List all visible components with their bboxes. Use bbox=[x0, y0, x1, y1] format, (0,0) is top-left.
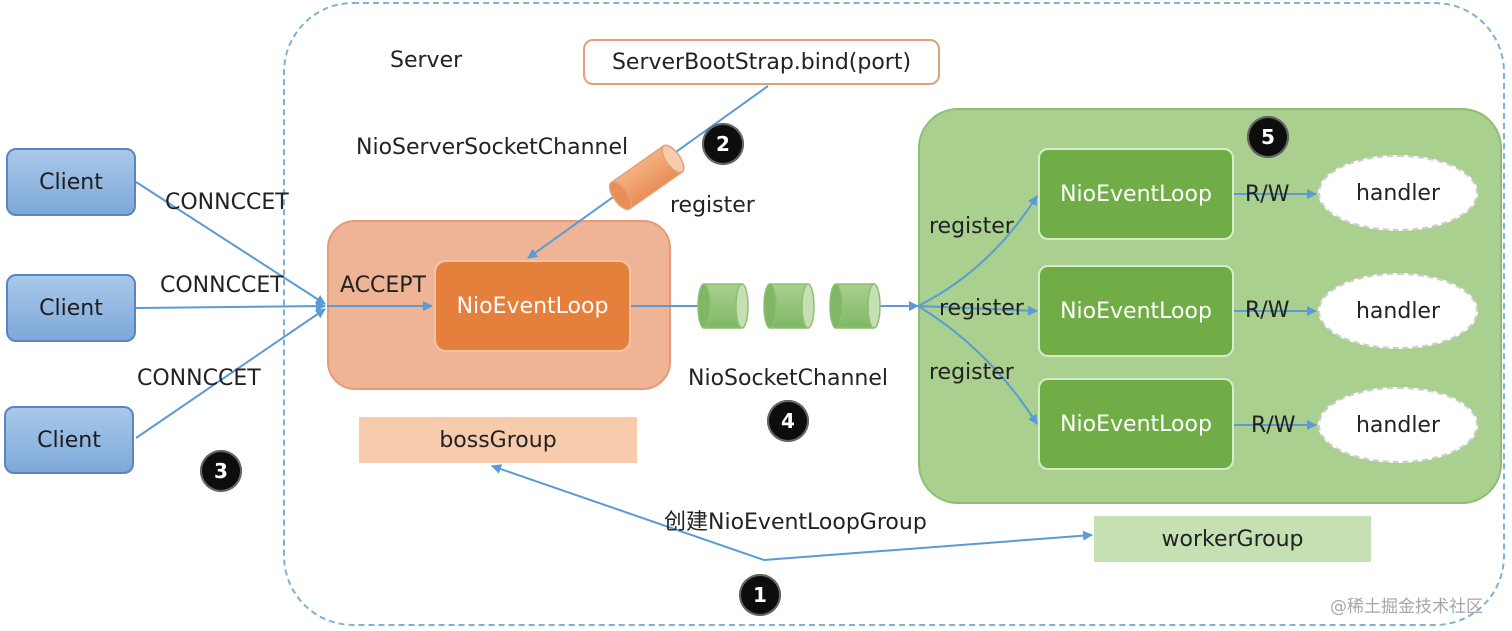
boss-register-label: register bbox=[670, 193, 755, 218]
register-line-3 bbox=[917, 305, 1038, 425]
client-3-connect-line bbox=[135, 308, 326, 439]
rw-label-1: R/W bbox=[1245, 182, 1290, 207]
client-2: Client bbox=[6, 274, 136, 342]
boss-nio-event-loop: NioEventLoop bbox=[434, 260, 631, 352]
step-badge-4: 4 bbox=[767, 400, 809, 442]
nio-server-socket-channel-label: NioServerSocketChannel bbox=[356, 135, 629, 160]
client-3: Client bbox=[4, 406, 134, 474]
worker-register-label-2: register bbox=[939, 296, 1024, 321]
step-badge-1: 1 bbox=[739, 574, 781, 616]
server-label: Server bbox=[390, 48, 463, 73]
worker-nio-event-loop-3: NioEventLoop bbox=[1038, 378, 1234, 470]
handler-3: handler bbox=[1318, 387, 1478, 463]
step-badge-5: 5 bbox=[1247, 116, 1289, 158]
worker-register-label-1: register bbox=[929, 214, 1014, 239]
client-2-connect-line bbox=[135, 301, 326, 312]
boss-group-label: bossGroup bbox=[359, 417, 637, 463]
accept-label: ACCEPT bbox=[340, 273, 426, 298]
step-badge-2: 2 bbox=[702, 123, 744, 165]
server-bootstrap-bind-box: ServerBootStrap.bind(port) bbox=[583, 39, 940, 85]
socket-channel-cylinder-2 bbox=[763, 283, 815, 329]
socket-channel-cylinder-1 bbox=[697, 283, 749, 329]
worker-register-label-3: register bbox=[929, 360, 1014, 385]
register-line-1 bbox=[917, 195, 1038, 307]
socket-channel-cylinder-3 bbox=[829, 283, 881, 329]
create-event-loop-group-label: 创建NioEventLoopGroup bbox=[664, 510, 927, 535]
handler-1: handler bbox=[1318, 155, 1478, 231]
worker-nio-event-loop-2: NioEventLoop bbox=[1038, 265, 1234, 357]
handler-2: handler bbox=[1318, 273, 1478, 349]
client-1: Client bbox=[6, 148, 136, 216]
server-socket-channel-cylinder bbox=[608, 144, 685, 211]
server-frame bbox=[283, 2, 1505, 626]
client-1-connect-line bbox=[135, 181, 326, 305]
connect-label-2: CONNCCET bbox=[160, 273, 284, 298]
create-worker-line bbox=[763, 530, 1093, 561]
worker-nio-event-loop-1: NioEventLoop bbox=[1038, 148, 1234, 240]
watermark: @稀土掘金技术社区 bbox=[1330, 597, 1483, 617]
rw-label-3: R/W bbox=[1251, 413, 1296, 438]
connect-label-1: CONNCCET bbox=[165, 190, 289, 215]
create-boss-line bbox=[491, 464, 765, 561]
step-badge-3: 3 bbox=[200, 450, 242, 492]
connect-label-3: CONNCCET bbox=[137, 366, 261, 391]
rw-label-2: R/W bbox=[1245, 298, 1290, 323]
nio-socket-channel-label: NioSocketChannel bbox=[688, 366, 888, 391]
register-line-2 bbox=[917, 305, 1038, 316]
worker-group-label: workerGroup bbox=[1094, 516, 1371, 562]
